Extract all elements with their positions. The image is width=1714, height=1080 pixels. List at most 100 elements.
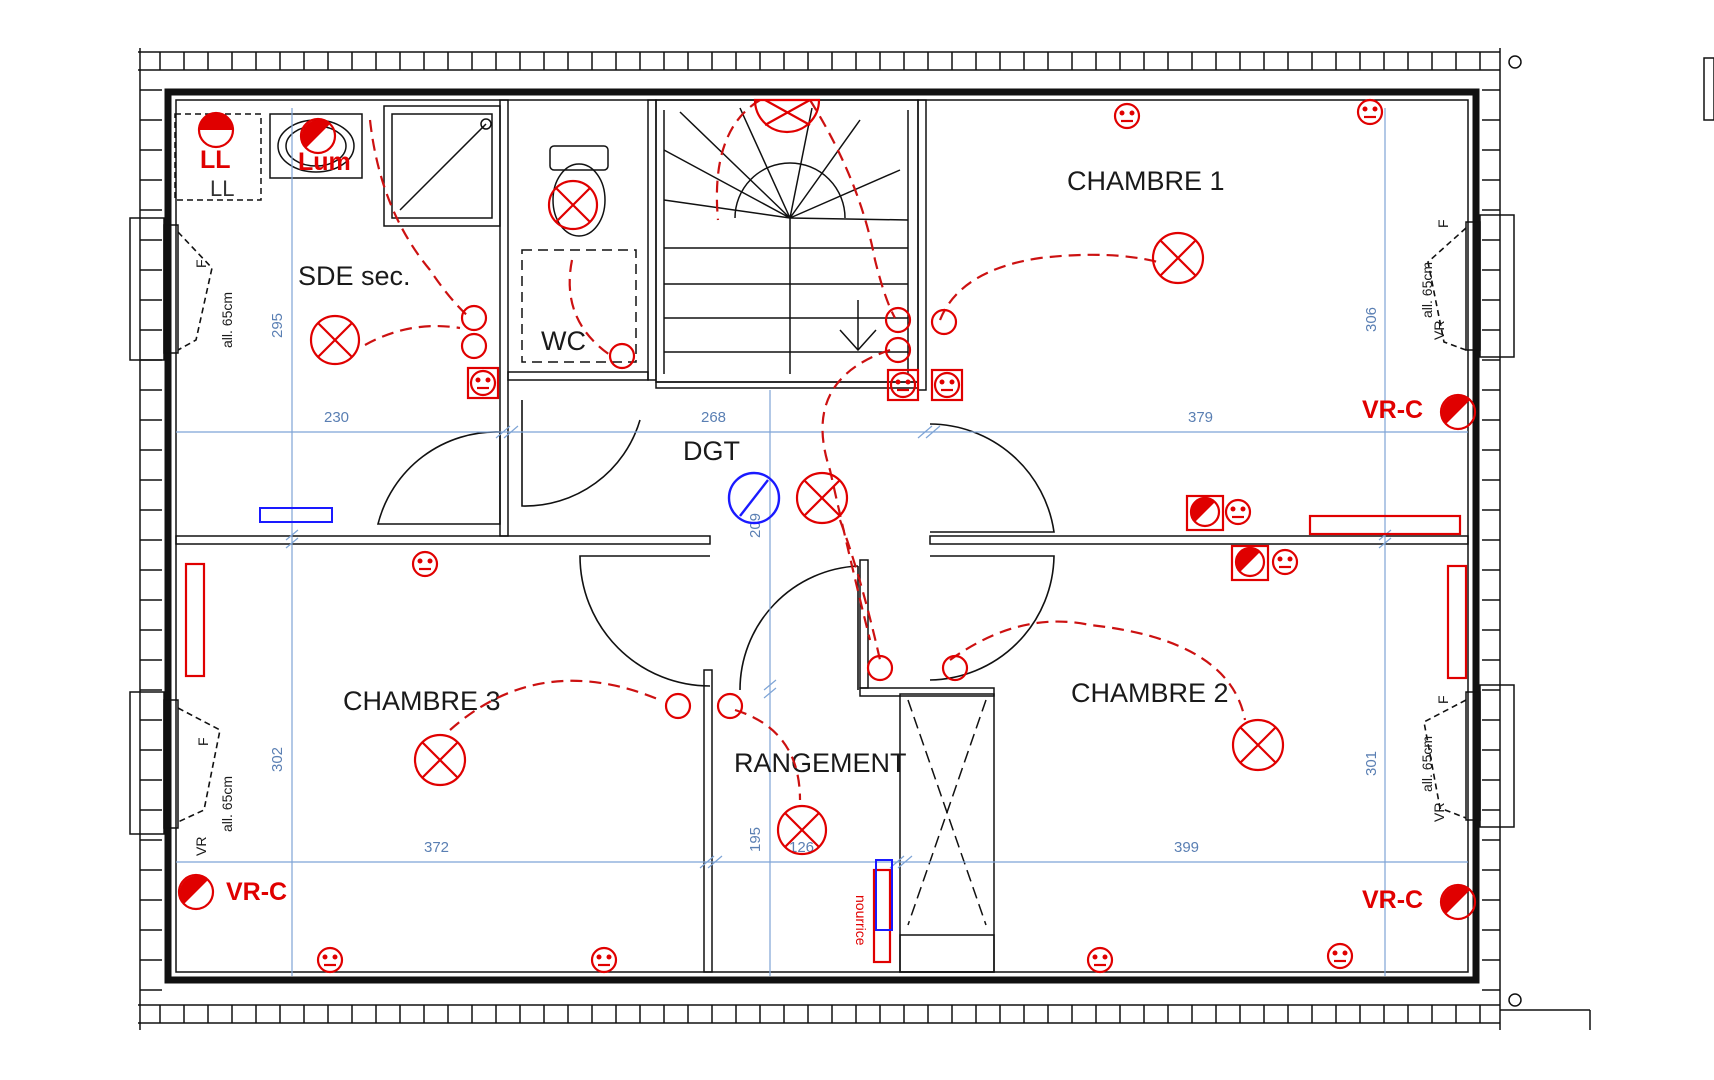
window-height-note-lb: all. 65cm xyxy=(219,776,235,832)
window-right-top xyxy=(1427,214,1515,358)
switch-icon xyxy=(866,654,894,682)
facade-ticks xyxy=(140,52,1500,1023)
label-vrc-bottom-left: VR-C xyxy=(226,878,287,906)
manifold-icon xyxy=(875,859,893,931)
label-lum: Lum xyxy=(298,148,351,176)
switch-icon xyxy=(884,336,912,364)
light-icon xyxy=(413,733,467,787)
window-shutter-note-rt: VR xyxy=(1431,321,1447,340)
window-left-bottom xyxy=(129,691,221,835)
light-icon xyxy=(547,179,599,231)
radiator-icon xyxy=(872,868,892,964)
dim-195: 195 xyxy=(747,827,764,852)
outlet-icon xyxy=(1326,942,1354,970)
label-ll-red: LL xyxy=(200,146,231,174)
dim-268: 268 xyxy=(701,409,726,426)
label-ll-gray: LL xyxy=(210,176,234,201)
dim-379: 379 xyxy=(1188,409,1213,426)
shutter-controls xyxy=(177,111,1477,921)
doors xyxy=(376,400,1055,691)
staircase xyxy=(655,99,919,383)
room-label-chambre1: CHAMBRE 1 xyxy=(1067,166,1225,196)
dim-399: 399 xyxy=(1174,839,1199,856)
outlet-icon xyxy=(1113,102,1141,130)
switch-icon xyxy=(941,654,969,682)
outlet-icon xyxy=(411,550,439,578)
radiators xyxy=(184,514,1468,964)
switch-icon xyxy=(460,332,488,360)
label-vrc-top-right: VR-C xyxy=(1362,396,1423,424)
outer-wall xyxy=(164,88,1480,984)
switch-icon xyxy=(930,308,958,336)
outlet-icon xyxy=(1271,548,1299,576)
outlet-icon xyxy=(590,946,618,974)
shutter-switch-icon xyxy=(197,111,235,149)
boxed-outlets xyxy=(466,366,1270,582)
dim-301: 301 xyxy=(1363,751,1380,776)
shutter-switch-icon xyxy=(1189,496,1221,528)
room-label-wc: WC xyxy=(541,326,586,356)
switch-icon xyxy=(460,304,488,332)
facade-hatching xyxy=(138,48,1714,1030)
shutter-switch-icon xyxy=(1439,883,1477,921)
ceiling-lights xyxy=(309,98,1285,856)
switch-icon xyxy=(716,692,744,720)
switch-icon xyxy=(884,306,912,334)
wiring xyxy=(364,99,1247,801)
outlet-icon xyxy=(933,371,961,399)
room-label-chambre2: CHAMBRE 2 xyxy=(1071,678,1229,708)
light-icon xyxy=(753,98,821,134)
outlet-icon xyxy=(1224,498,1252,526)
interior-walls xyxy=(175,99,1469,973)
boiler-icon xyxy=(727,471,781,525)
label-vrc-bottom-right: VR-C xyxy=(1362,886,1423,914)
light-icon xyxy=(309,314,361,366)
window-height-note-lt: all. 65cm xyxy=(219,292,235,348)
dim-295: 295 xyxy=(269,313,286,338)
window-shutter-note-lb: VR xyxy=(193,837,209,856)
window-shutter-note-rb: VR xyxy=(1431,803,1447,822)
outlet-icon xyxy=(1356,98,1384,126)
light-icon xyxy=(1151,231,1205,285)
switch-icon xyxy=(608,342,636,370)
shutter-switch-icon xyxy=(299,117,337,155)
room-label-sde: SDE sec. xyxy=(298,261,411,291)
switch-icon xyxy=(664,692,692,720)
light-icon xyxy=(776,804,828,856)
switches xyxy=(460,304,969,720)
radiator-icon xyxy=(1308,514,1462,536)
toilet xyxy=(521,145,637,363)
shutter-switch-icon xyxy=(177,873,215,911)
dim-302: 302 xyxy=(269,747,286,772)
radiator-icon xyxy=(1446,564,1468,680)
outlets xyxy=(316,98,1384,974)
window-fixed-note-rb: F xyxy=(1435,695,1451,704)
radiator-icon xyxy=(184,562,206,678)
light-icon xyxy=(795,471,849,525)
shutter-switch-icon xyxy=(1439,393,1477,431)
outlet-icon xyxy=(316,946,344,974)
label-nourrice: nourrice xyxy=(853,895,869,946)
outlet-icon xyxy=(1086,946,1114,974)
outlet-icon xyxy=(889,371,917,399)
window-height-note-rb: all. 65cm xyxy=(1419,736,1435,792)
room-label-chambre3: CHAMBRE 3 xyxy=(343,686,501,716)
dim-126: 126 xyxy=(789,839,814,856)
dim-372: 372 xyxy=(424,839,449,856)
dim-306: 306 xyxy=(1363,307,1380,332)
window-fixed-note-rt: F xyxy=(1435,219,1451,228)
window-left-top xyxy=(129,217,213,361)
bathroom-fixtures xyxy=(174,105,501,227)
towel-rail-icon xyxy=(259,507,333,523)
window-right-bottom xyxy=(1423,684,1515,828)
dimension-lines xyxy=(176,108,1468,976)
plumbing xyxy=(259,471,893,931)
shutter-switch-icon xyxy=(1234,546,1266,578)
light-icon xyxy=(1231,718,1285,772)
window-height-note-rt: all. 65cm xyxy=(1419,262,1435,318)
dim-209: 209 xyxy=(747,513,764,538)
room-label-dgt: DGT xyxy=(683,436,740,466)
dim-230: 230 xyxy=(324,409,349,426)
window-fixed-note-lt: F xyxy=(193,259,209,268)
